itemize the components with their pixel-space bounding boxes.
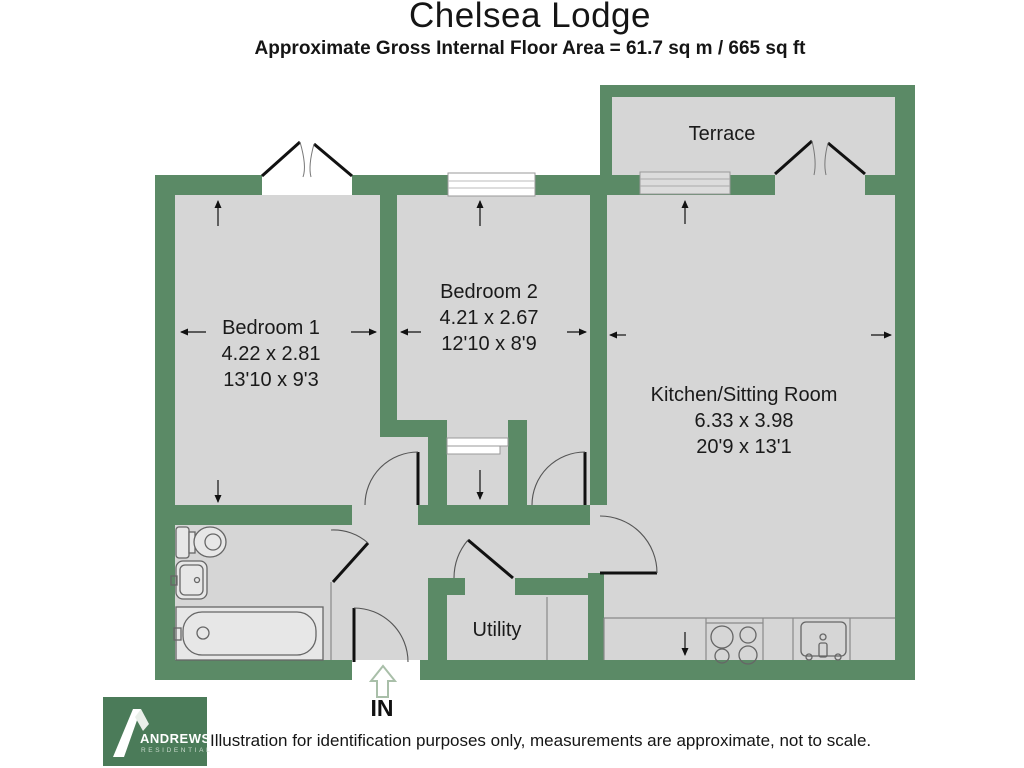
bedroom1-imperial: 13'10 x 9'3 [223, 369, 319, 391]
wall-segment [895, 195, 915, 660]
bedroom1-door-opening [262, 175, 352, 195]
wall-segment [380, 195, 397, 420]
kitchen-label: Kitchen/Sitting Room [651, 384, 838, 406]
wall-segment [590, 195, 607, 505]
bedroom1-french-doors [260, 140, 353, 178]
wall-segment [508, 420, 527, 505]
wall-segment [515, 578, 590, 595]
bedroom2-label: Bedroom 2 [440, 281, 538, 303]
kitchen-door [599, 515, 658, 575]
bedroom2-window [447, 172, 536, 197]
kitchen-metric: 6.33 x 3.98 [695, 410, 794, 432]
bedroom1-label: Bedroom 1 [222, 317, 320, 339]
terrace-door-opening [775, 175, 865, 195]
wall-segment [155, 195, 175, 680]
bathroom-sink [170, 560, 208, 600]
bedroom1-door [364, 451, 420, 506]
kitchen-counter [603, 617, 895, 660]
utility-door [453, 538, 514, 580]
dimension-arrows [180, 200, 892, 656]
terrace-floor [610, 95, 905, 175]
wall-segment [600, 85, 612, 175]
entrance-door [352, 607, 409, 663]
bathtub [173, 606, 324, 661]
agency-logo-a-icon [113, 709, 149, 757]
terrace-label: Terrace [689, 123, 756, 145]
wall-segment [418, 505, 590, 525]
bedroom2-metric: 4.21 x 2.67 [440, 307, 539, 329]
agency-logo: ANDREWS RESIDENTIAL [103, 697, 210, 766]
entrance-in-label: IN [371, 695, 394, 721]
kitchen-sink [800, 621, 847, 661]
bedroom2-imperial: 12'10 x 8'9 [441, 333, 537, 355]
agency-logo-tagline: RESIDENTIAL [141, 747, 213, 754]
hob [706, 622, 763, 665]
wall-segment [588, 573, 604, 660]
wall-segment [155, 505, 352, 525]
closet-shelves [446, 437, 509, 455]
bathroom-door [330, 529, 370, 660]
wall-segment [895, 85, 915, 175]
disclaimer-text: Illustration for identification purposes… [210, 731, 872, 750]
utility-label: Utility [473, 619, 522, 641]
wall-segment [600, 85, 915, 97]
hall-lobby-door [531, 451, 587, 506]
kitchen-imperial: 20'9 x 13'1 [696, 436, 792, 458]
terrace-french-doors [774, 139, 866, 176]
wall-segment [428, 578, 447, 660]
entrance-in-arrow-icon [368, 664, 398, 698]
wall-segment [155, 660, 915, 680]
agency-logo-name: ANDREWS [140, 731, 211, 746]
floor-area-subtitle: Approximate Gross Internal Floor Area = … [254, 38, 806, 59]
page-title: Chelsea Lodge [409, 0, 651, 35]
kitchen-window [639, 171, 731, 195]
bedroom1-metric: 4.22 x 2.81 [222, 343, 321, 365]
toilet [175, 526, 227, 559]
wall-segment [428, 437, 447, 505]
wall-segment [380, 420, 447, 437]
